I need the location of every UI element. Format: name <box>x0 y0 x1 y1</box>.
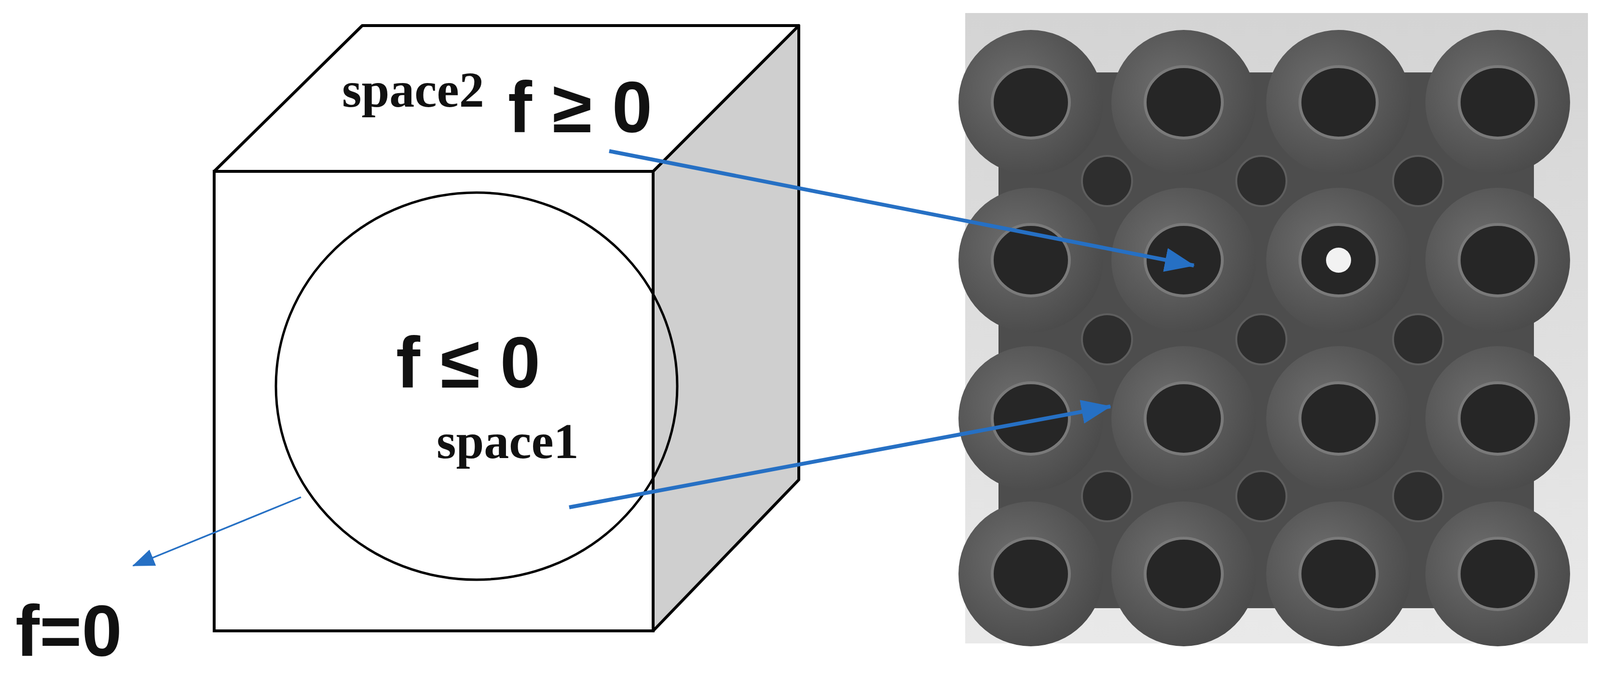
text-holder: space1 <box>436 413 579 469</box>
lattice-node <box>1425 29 1571 175</box>
lattice-small-hole <box>1393 155 1444 206</box>
cube-node: space2 f ≥ 0 f ≤ 0 space1 <box>214 25 799 631</box>
lattice-node <box>1425 345 1571 491</box>
text-holder: space2 <box>341 62 485 118</box>
lattice-small-hole <box>1081 155 1133 206</box>
lattice-hole <box>1145 537 1223 610</box>
lattice-node <box>1111 29 1257 175</box>
lattice-hole <box>1145 66 1223 138</box>
text-holder: f=0 <box>15 590 123 671</box>
lattice-hole <box>1299 382 1378 454</box>
lattice-node <box>1266 501 1411 646</box>
sphere-node: f ≤ 0 space1 <box>274 191 679 581</box>
lattice-node <box>1111 501 1257 646</box>
lattice-small-hole <box>1393 314 1444 365</box>
lattice-hole <box>992 537 1070 610</box>
lattice-hole <box>992 66 1070 138</box>
text-holder: f ≥ 0 <box>507 67 653 148</box>
inequality-label: f ≤ 0 <box>396 322 541 403</box>
lattice-small-hole <box>1236 470 1287 521</box>
lattice-node <box>958 187 1104 333</box>
surface-label: f=0 <box>15 590 123 671</box>
lattice-node <box>958 501 1104 646</box>
lattice-hole <box>1459 537 1537 610</box>
lattice-through-hole <box>1326 247 1352 273</box>
lattice-node <box>1266 345 1411 491</box>
lattice-hole <box>1145 382 1223 454</box>
lattice-hole <box>1459 382 1537 454</box>
lattice-node <box>958 345 1104 491</box>
lattice-node <box>958 29 1104 175</box>
lattice-hole <box>1299 224 1378 296</box>
pointer-arrow <box>609 150 1194 266</box>
lattice-small-hole <box>1236 155 1287 206</box>
lattice-hole <box>1459 224 1537 296</box>
lattice-hole <box>1459 66 1537 138</box>
lattice-node <box>1425 501 1571 646</box>
lattice-small-hole <box>1081 470 1133 521</box>
pointer-arrow <box>569 406 1111 507</box>
lattice-small-hole <box>1081 314 1133 365</box>
lattice-hole <box>1299 537 1378 610</box>
inequality-label: f ≥ 0 <box>507 67 653 148</box>
lattice-hole <box>992 382 1070 454</box>
region-label: space1 <box>436 413 579 469</box>
lattice-node <box>1266 29 1411 175</box>
cube-top-face <box>214 25 799 172</box>
lattice-node <box>1266 187 1411 333</box>
lattice-small-hole <box>1236 314 1287 365</box>
lattice-node <box>1111 345 1257 491</box>
lattice-node <box>1425 187 1571 333</box>
lattice-small-hole <box>1393 470 1444 521</box>
leader-arrow <box>133 496 301 566</box>
sphere-outline-ellipse <box>275 192 678 580</box>
cube-front-face <box>214 171 654 631</box>
text-holder: f ≤ 0 <box>396 322 541 403</box>
region-label: space2 <box>341 62 485 118</box>
lattice-hole <box>1299 66 1378 138</box>
lattice-node <box>1111 187 1257 333</box>
